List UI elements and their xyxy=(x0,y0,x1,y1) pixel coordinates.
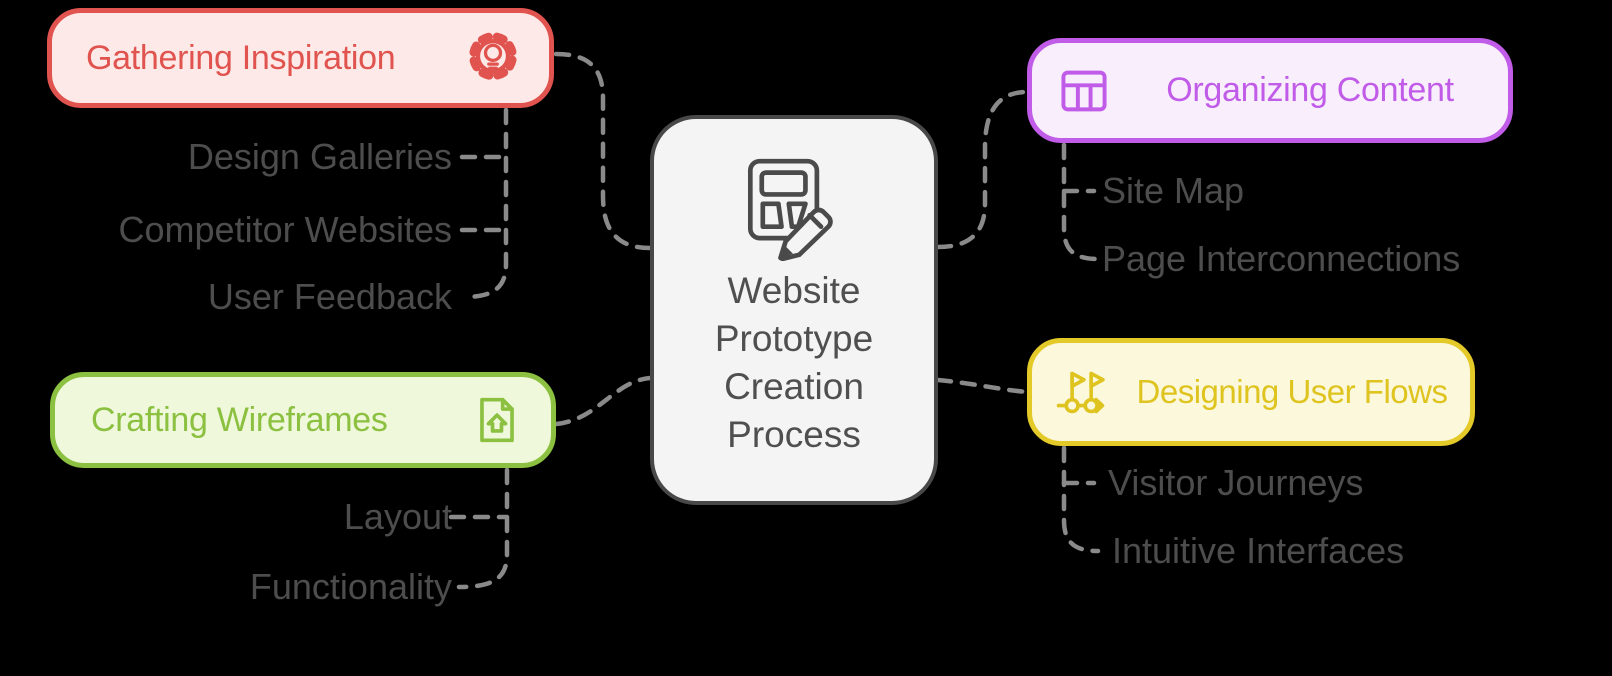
node-organizing-content: Organizing Content xyxy=(1027,38,1513,143)
node-designing-user-flows: Designing User Flows xyxy=(1027,338,1475,446)
center-line-3: Creation xyxy=(724,366,864,407)
table-columns-icon xyxy=(1061,70,1107,111)
spine-inspiration-children xyxy=(461,107,509,300)
spine-content-children xyxy=(1061,142,1101,262)
child-label-site-map: Site Map xyxy=(1102,170,1245,211)
node-gathering-inspiration: Gathering Inspiration xyxy=(47,8,554,108)
child-label-page-interconnections: Page Interconnections xyxy=(1102,238,1461,279)
wireframe-pencil-icon xyxy=(747,158,833,261)
connector-center-to-content xyxy=(935,89,1030,250)
child-label-visitor-journeys: Visitor Journeys xyxy=(1108,462,1364,503)
spine-flows-children xyxy=(1061,445,1101,554)
connector-wireframes-to-center xyxy=(553,375,653,427)
center-node-label: Website Prototype Creation Process xyxy=(715,267,873,459)
center-line-1: Website xyxy=(727,270,861,311)
child-label-design-galleries: Design Galleries xyxy=(187,136,452,177)
child-label-intuitive-interfaces: Intuitive Interfaces xyxy=(1112,530,1405,571)
center-line-4: Process xyxy=(727,414,861,455)
node-crafting-wireframes: Crafting Wireframes xyxy=(50,372,556,468)
gear-lightbulb-icon xyxy=(469,32,517,81)
child-label-user-feedback: User Feedback xyxy=(207,276,452,317)
node-label: Gathering Inspiration xyxy=(86,38,396,77)
node-website-prototype-creation-process: Website Prototype Creation Process xyxy=(650,115,938,505)
connector-center-to-flows xyxy=(935,377,1030,395)
spine-wireframes-children xyxy=(456,467,510,590)
child-label-functionality: Functionality xyxy=(249,566,452,607)
connector-inspiration-to-center xyxy=(553,51,653,251)
center-line-2: Prototype xyxy=(714,318,874,359)
node-label: Crafting Wireframes xyxy=(91,400,388,439)
child-label-layout: Layout xyxy=(343,496,452,537)
document-export-icon xyxy=(480,397,514,443)
node-label: Organizing Content xyxy=(1166,71,1454,109)
milestone-flags-icon xyxy=(1056,371,1105,414)
node-label: Designing User Flows xyxy=(1136,373,1448,410)
child-label-competitor-websites: Competitor Websites xyxy=(118,209,452,250)
